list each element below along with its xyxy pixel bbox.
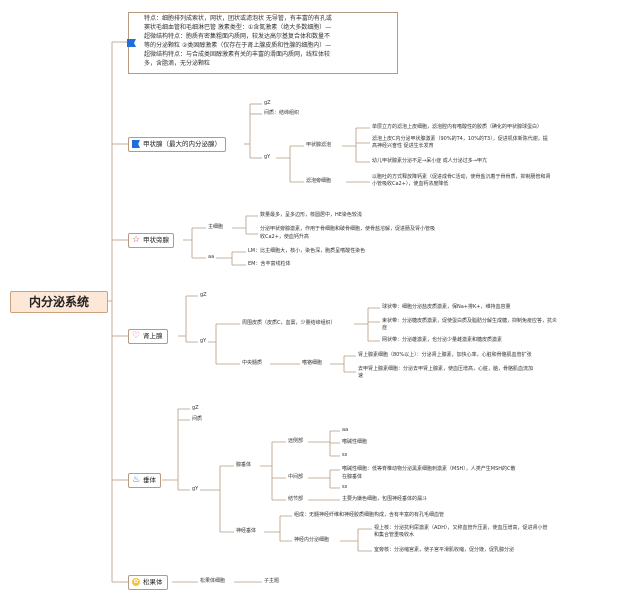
adrenal-gy[interactable]: gY: [200, 338, 207, 344]
intro-note[interactable]: 特点：细胞排列成索状，网状，团状或滤泡状 无导管，有丰富的有孔或 窦状毛细血管和…: [127, 12, 398, 74]
branch-pituitary[interactable]: ♨垂体: [128, 473, 161, 488]
parathyroid-chief[interactable]: 主细胞: [208, 224, 224, 230]
tuberalis-text[interactable]: 主要为嫌色细胞，包围神经垂体的漏斗: [342, 496, 428, 502]
follicle-item[interactable]: 滤泡上皮C内分泌甲状腺激素（90%的T4，10%的T3），促进机体新陈代谢，提: [372, 136, 548, 142]
flag-icon: [127, 39, 136, 47]
medulla-item[interactable]: 肾上腺素细胞（80%以上）：分泌肾上腺素，加快心率，心脏和骨骼肌血管扩张: [358, 352, 532, 358]
thyroid-interstitium[interactable]: 间质：结缔组织: [264, 110, 300, 116]
intro-line: 等的分泌颗粒 ②类固醇激素（仅存在于肾上腺皮质和性腺的细胞内）—: [144, 42, 332, 49]
intro-line: 超微结构特点：与合成类固醇激素有关的丰富的滑面内质网，线粒体较: [144, 51, 331, 58]
oxyphil-lm[interactable]: LM：比主细胞大，核小，染色深，胞质呈嗜酸性染色: [248, 248, 366, 254]
heart-icon: ♡: [132, 331, 141, 341]
cortex-item[interactable]: 束状带：分泌糖皮质激素，促使蛋白质及脂肪分解生成糖，抑制免疫应答，抗炎: [382, 318, 558, 324]
neuro-item[interactable]: 室旁核：分泌缩宫素，使子宫平滑肌收缩，促分娩，促乳腺分泌: [374, 547, 515, 553]
pars-intermedia[interactable]: 中间部: [288, 474, 304, 480]
thyroid-gy[interactable]: gY: [264, 154, 271, 160]
cortex-item[interactable]: 球状带：细胞分泌盐皮质激素，保Na+排K+，维持血容量: [382, 304, 511, 310]
adrenal-medulla[interactable]: 中央髓质: [242, 360, 263, 366]
star-icon: ☆: [132, 235, 141, 245]
pituitary-gy[interactable]: gY: [192, 486, 199, 492]
oxyphil-em[interactable]: EM：含丰富线粒体: [248, 261, 291, 267]
branch-parathyroid[interactable]: ☆甲状旁腺: [128, 233, 174, 248]
intro-line: 特点：细胞排列成索状，网状，团状或滤泡状 无导管，有丰富的有孔或: [144, 15, 332, 22]
neuro-secretion[interactable]: 神经内分泌细胞: [294, 537, 330, 543]
cortex-item: 症: [382, 325, 388, 331]
thyroid-parafollicular[interactable]: 滤泡旁细胞: [306, 178, 332, 184]
neuro-item[interactable]: 视上核：分泌抗利尿激素（ADH），又称血管升压素，使血压增高，促进肾小管: [374, 525, 548, 531]
distalis-item[interactable]: ss: [342, 452, 348, 458]
cortex-item[interactable]: 网状带：分泌雄激素，也分泌少量雌激素和糖皮质激素: [382, 337, 503, 343]
flag-icon: [132, 140, 140, 148]
medulla-item: 速: [358, 373, 364, 379]
thyroid-follicle[interactable]: 甲状腺滤泡: [306, 142, 332, 148]
intermedia-text[interactable]: 嗜碱性细胞：低等脊椎动物分泌黑素细胞刺激素（MSH），人类产生MSH的C散: [342, 466, 516, 472]
pituitary-neuro[interactable]: 神经垂体: [236, 528, 257, 534]
pars-distalis[interactable]: 远侧部: [288, 438, 304, 444]
chief-item[interactable]: 分泌甲状旁腺激素，作用于骨细胞和破骨细胞，使骨盐溶解，促进肠及肾小管吸: [260, 226, 436, 232]
intermedia-last[interactable]: ss: [342, 484, 348, 490]
parathyroid-oxyphil[interactable]: aa: [208, 254, 215, 260]
branch-label: 松果体: [143, 578, 163, 586]
parafollicular-text: 小管吸收Ca2+），使血钙浓度降低: [372, 181, 449, 187]
medulla-item[interactable]: 去甲肾上腺素细胞：分泌去甲肾上腺素，使血压增高，心脏，脑，骨骼肌血流加: [358, 366, 534, 372]
chief-item[interactable]: 数量最多，呈多边形，核圆居中，HE染色较浅: [260, 212, 362, 218]
pituitary-interstitium[interactable]: 间质: [192, 416, 203, 422]
distalis-item[interactable]: aa: [342, 427, 349, 433]
intro-line: 超微结构特点：胞质有密集粗面内质网，较发达高尔基复合体和数量不: [144, 33, 331, 40]
branch-thyroid[interactable]: 甲状腺（最大的内分泌腺）: [128, 137, 226, 152]
intro-line: 窦状毛细血管和毛细淋巴管 激素类型：①含氮激素（绝大多数细胞）—: [144, 24, 332, 31]
intro-line: 多，含脂滴，无分泌颗粒: [144, 60, 211, 67]
intermedia-text: 在腺垂体: [342, 474, 363, 480]
follicle-item: 高神经兴奋性 促进生长发育: [372, 143, 434, 149]
pars-tuberalis[interactable]: 结节部: [288, 496, 304, 502]
branch-label: 甲状腺（最大的内分泌腺）: [143, 140, 221, 148]
chief-item: 收Ca2+，使血钙升高: [260, 234, 309, 240]
adrenal-cortex[interactable]: 周围皮质（皮质C，血窦，少量结缔组织）: [242, 320, 336, 326]
follicle-item[interactable]: 单层立方的滤泡上皮细胞，滤泡腔内有嗜酸性的胶质（碘化的甲状腺球蛋白）: [372, 124, 543, 130]
thyroid-gz[interactable]: gZ: [264, 100, 271, 106]
branch-adrenal[interactable]: ♡肾上腺: [128, 329, 168, 344]
distalis-item[interactable]: 嗜碱性细胞: [342, 439, 368, 445]
parafollicular-text[interactable]: 以胞吐的方式释放降钙素（促进成骨C活动，使骨盐沉着于骨骨质，抑制肠管和肾: [372, 174, 551, 180]
follicle-item[interactable]: 幼儿甲状腺素分泌不足→呆小症 成人分泌过多→甲亢: [372, 158, 487, 164]
branch-label: 垂体: [143, 476, 156, 484]
branch-label: 甲状旁腺: [143, 236, 169, 244]
neuro-item: 和集合管重吸收水: [374, 532, 415, 538]
pineal-cell[interactable]: 松果体细胞: [200, 578, 226, 584]
root-topic[interactable]: 内分泌系统: [10, 291, 108, 313]
branch-label: 肾上腺: [143, 332, 163, 340]
adrenal-gz[interactable]: gZ: [200, 292, 207, 298]
branch-pineal[interactable]: ✿松果体: [128, 575, 168, 590]
fire-icon: ♨: [132, 475, 141, 485]
neuro-composition[interactable]: 组成：无髓神经纤维和神经胶质细胞构成，含有丰富的有孔毛细血管: [294, 512, 445, 518]
adrenal-chromaffin[interactable]: 嗜铬细胞: [302, 360, 323, 366]
badge-icon: ✿: [132, 578, 140, 586]
pituitary-gz[interactable]: gZ: [192, 405, 199, 411]
pituitary-adeno[interactable]: 腺垂体: [236, 462, 252, 468]
pineal-child[interactable]: 子主题: [264, 578, 280, 584]
